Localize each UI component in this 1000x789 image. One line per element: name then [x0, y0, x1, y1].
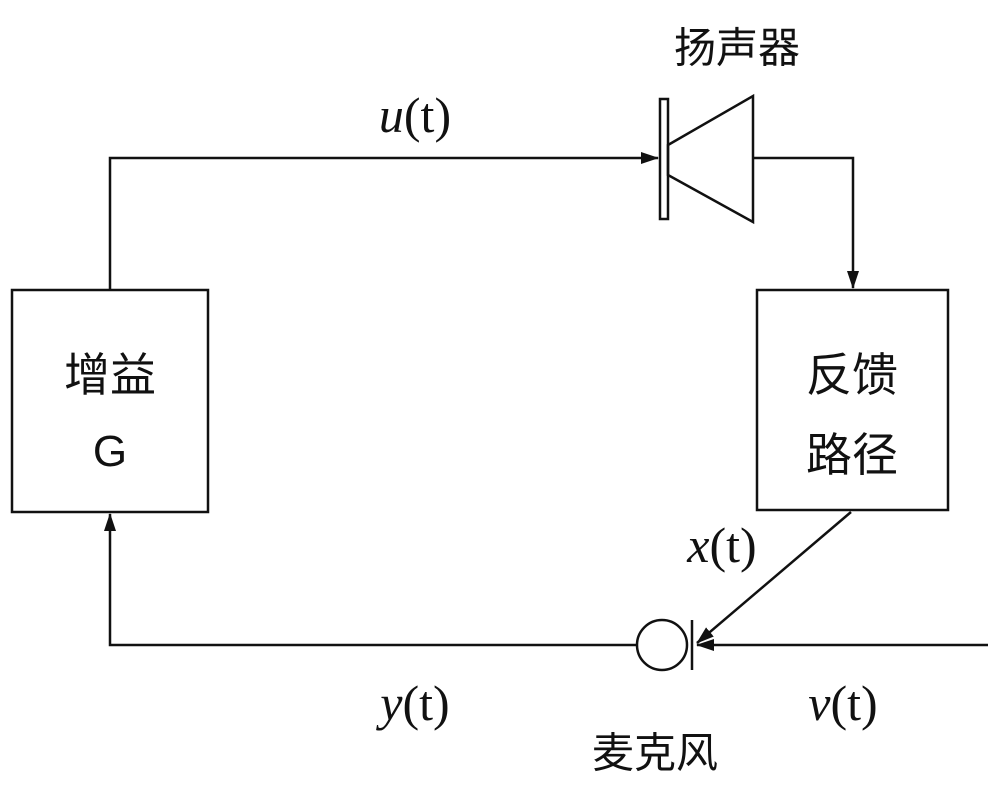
arrow-y — [104, 513, 637, 647]
arrow-speaker-to-feedback — [753, 156, 859, 289]
speaker-cone — [666, 93, 755, 225]
signal-x-label: x(t) — [687, 517, 757, 573]
signal-v-label: v(t) — [808, 675, 878, 731]
microphone-label: 麦克风 — [591, 728, 719, 778]
signal-y-label: y(t) — [380, 675, 450, 731]
feedback-label-line2: 路径 — [806, 428, 898, 482]
feedback-label-line1: 反馈 — [806, 348, 898, 402]
signal-u-label: u(t) — [378, 87, 452, 143]
speaker-label: 扬声器 — [673, 23, 801, 73]
microphone-icon — [635, 618, 689, 672]
arrow-x — [696, 511, 852, 644]
gain-symbol: G — [92, 427, 128, 476]
arrow-u — [108, 152, 659, 290]
feedback-path-block — [755, 288, 950, 512]
gain-label: 增益 — [64, 348, 156, 402]
